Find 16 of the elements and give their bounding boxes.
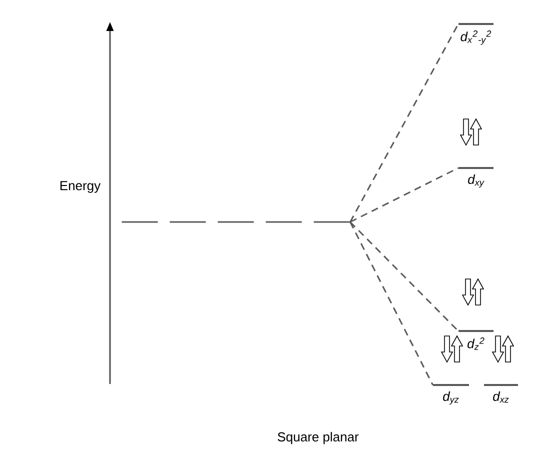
energy-level: d$_{x}$2-y2 — [458, 23, 494, 45]
node-label: d$_{yz}$ — [443, 391, 459, 405]
node-label: d$_{xz}$ — [493, 391, 509, 403]
caption: Square planar — [278, 432, 359, 444]
energy-level: d$_{z}$2 — [458, 330, 494, 350]
energy-level: d$_{xz}$ — [484, 384, 518, 403]
dashed-line — [350, 222, 434, 386]
node-label: d$_{x}$2-y2 — [460, 30, 492, 45]
axis-label: Energy — [60, 181, 101, 193]
dashed-line — [350, 221, 459, 332]
node-label: d$_{xy}$ — [468, 174, 484, 188]
dashed-line — [350, 167, 459, 223]
energy-level: d$_{xy}$ — [458, 167, 494, 188]
node-label: d$_{z}$2 — [468, 337, 484, 350]
energy-level: d$_{yz}$ — [433, 384, 469, 404]
dashed-line — [350, 24, 459, 222]
